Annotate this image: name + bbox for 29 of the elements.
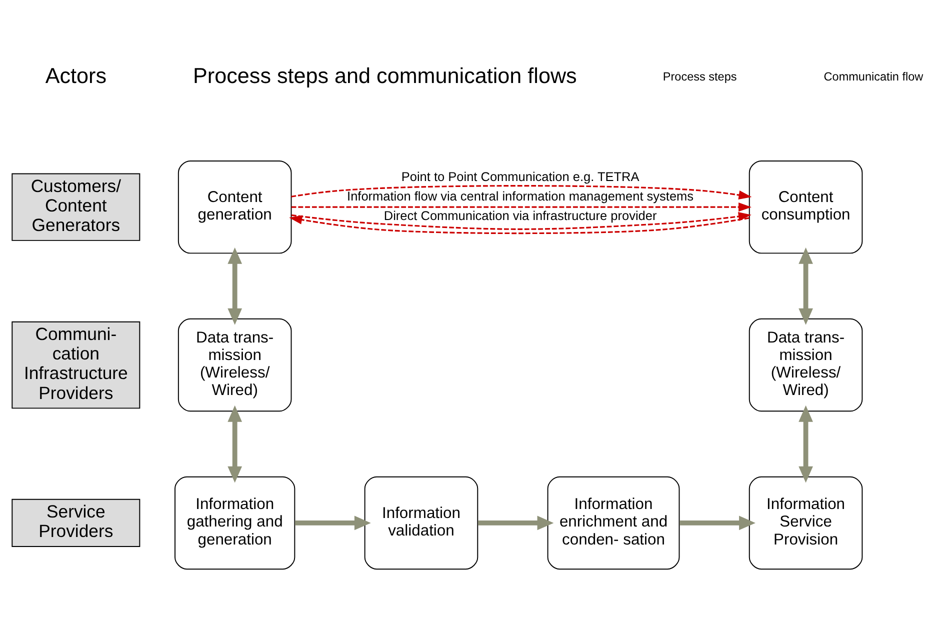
arrow	[291, 211, 752, 230]
arrow	[291, 202, 752, 212]
arrow	[228, 246, 242, 324]
edge-label: Point to Point Communication e.g. TETRA	[401, 168, 640, 184]
node-box: Information enrichment and conden- sation	[547, 476, 680, 570]
edge-label: Information flow via central information management systems	[347, 188, 694, 204]
node-box: Information validation	[364, 476, 478, 570]
node-box: Customers/ Content Generators	[12, 172, 140, 240]
arrow	[478, 515, 554, 530]
node-box: Information Service Provision	[748, 476, 863, 570]
arrow	[228, 404, 242, 482]
node-box: Content generation	[178, 160, 292, 254]
arrow	[680, 515, 756, 530]
label: Process steps and communication flows	[193, 62, 577, 88]
node-box: Data trans- mission (Wireless/ Wired)	[748, 318, 863, 412]
legend-label: Communicatin flow	[824, 70, 924, 84]
legend-label: Process steps	[662, 70, 737, 84]
arrow	[294, 515, 371, 530]
node-box: Information gathering and generation	[174, 476, 296, 570]
arrow	[798, 404, 813, 482]
node-box: Data trans- mission (Wireless/ Wired)	[178, 318, 292, 412]
arrow	[291, 184, 752, 200]
node-box: Content consumption	[748, 160, 863, 254]
arrow	[798, 246, 813, 324]
node-box: Communi- cation Infrastructure Providers	[12, 320, 140, 408]
node-box: Service Providers	[12, 498, 140, 546]
edge-label: Direct Communication via infrastructure provider	[384, 208, 657, 223]
arrow	[289, 214, 750, 234]
label: Actors	[45, 62, 106, 88]
